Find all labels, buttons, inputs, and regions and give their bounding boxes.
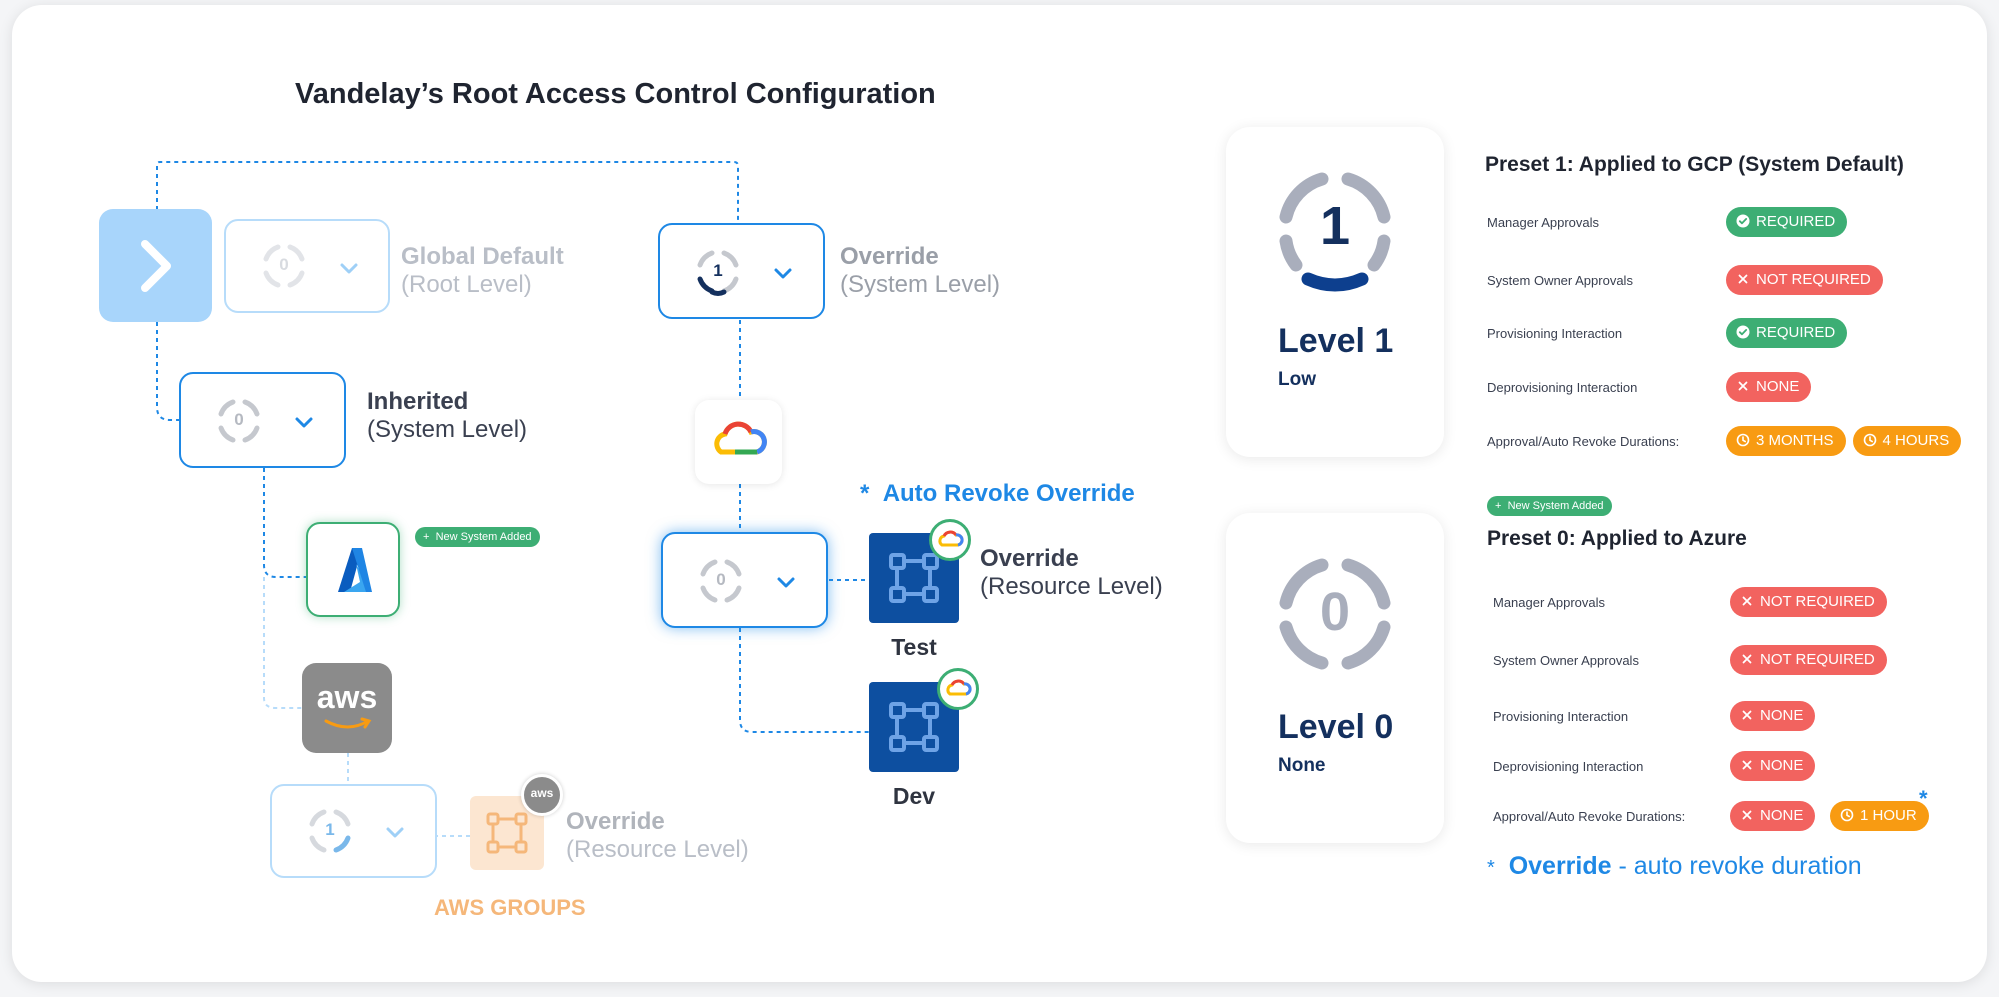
x-icon: [1736, 271, 1756, 288]
pill-text: NONE: [1760, 757, 1804, 774]
inherited-level-selector[interactable]: 0: [179, 372, 346, 468]
pill-text: 3 MONTHS: [1756, 432, 1834, 449]
level-title: Level 1: [1278, 322, 1394, 360]
preset-row-label: Deprovisioning Interaction: [1487, 380, 1638, 395]
level-0-card: 0 Level 0 None: [1226, 513, 1444, 843]
pill-text: NONE: [1760, 807, 1804, 824]
status-pill: 3 MONTHS: [1726, 426, 1846, 456]
level-0-gauge-icon: [1279, 558, 1391, 670]
preset-row-label: System Owner Approvals: [1487, 273, 1633, 288]
override-resource-level-selector[interactable]: 0: [661, 532, 828, 628]
pill-text: NONE: [1760, 707, 1804, 724]
preset-row-label: System Owner Approvals: [1493, 653, 1639, 668]
azure-logo: [306, 522, 400, 617]
status-pill: NONE: [1730, 701, 1816, 731]
inherited-label: Inherited (System Level): [367, 388, 528, 443]
chevron-down-icon: [295, 417, 313, 428]
x-icon: [1740, 807, 1760, 824]
x-icon: [1740, 757, 1760, 774]
chevron-down-icon: [386, 827, 404, 838]
preset-row-label: Provisioning Interaction: [1487, 326, 1623, 341]
preset-row-label: Approval/Auto Revoke Durations:: [1493, 809, 1686, 824]
level-number: 1: [1319, 196, 1351, 256]
pill-text: 4 HOURS: [1882, 432, 1950, 449]
preset-0-title: Preset 0: Applied to Azure: [1487, 527, 1747, 550]
chevron-down-icon: [777, 577, 795, 588]
auto-revoke-override-label: * Auto Revoke Override: [860, 480, 1135, 507]
test-resource-label: Test: [891, 634, 937, 660]
x-icon: [1740, 707, 1760, 724]
aws-override-label: Override (Resource Level): [566, 808, 749, 863]
check-icon: [1736, 213, 1756, 230]
new-system-badge: + New System Added: [1487, 496, 1612, 516]
pill-text: REQUIRED: [1756, 213, 1836, 230]
status-pill: 4 HOURS: [1852, 426, 1962, 456]
x-icon: [1736, 378, 1756, 395]
check-icon: [1736, 324, 1756, 341]
aws-groups-label: AWS GROUPS: [434, 895, 586, 920]
status-pill: NOT REQUIRED: [1730, 587, 1887, 617]
level-number: 0: [1319, 582, 1351, 642]
gcp-badge-icon: [937, 668, 979, 710]
clock-icon: [1840, 807, 1860, 824]
preset-row-label: Approval/Auto Revoke Durations:: [1487, 434, 1680, 449]
gcp-badge-icon: [929, 519, 971, 561]
pill-text: NOT REQUIRED: [1756, 271, 1871, 288]
status-pill: REQUIRED: [1726, 207, 1848, 237]
plus-icon: +: [1495, 500, 1502, 512]
level-title: Level 0: [1278, 708, 1394, 746]
override-star-marker: *: [1919, 786, 1928, 811]
level-1-card: 1 Level 1 Low: [1226, 127, 1444, 457]
level-subtitle: Low: [1278, 369, 1316, 390]
x-icon: [1740, 651, 1760, 668]
aws-level-selector[interactable]: 1: [270, 784, 437, 878]
clock-icon: [1736, 432, 1756, 449]
override-footnote: * Override - auto revoke duration: [1487, 852, 1862, 880]
plus-icon: +: [423, 531, 430, 543]
level-1-gauge-icon: [1279, 172, 1391, 292]
aws-badge-icon: aws: [521, 774, 563, 816]
global-default-label: Global Default (Root Level): [401, 243, 564, 298]
chevron-down-icon: [340, 263, 358, 274]
override-resource-label: Override (Resource Level): [980, 545, 1163, 600]
dev-resource-label: Dev: [892, 783, 936, 809]
preset-row-label: Deprovisioning Interaction: [1493, 759, 1644, 774]
pill-text: NOT REQUIRED: [1760, 651, 1875, 668]
gcp-logo: [695, 400, 782, 484]
override-system-label: Override (System Level): [840, 243, 1001, 298]
status-pill: 1 HOUR: [1830, 801, 1929, 831]
level-value: 1: [713, 261, 723, 280]
level-subtitle: None: [1278, 755, 1326, 776]
new-system-badge: + New System Added: [415, 527, 540, 547]
chevron-down-icon: [774, 268, 792, 279]
status-pill: NONE: [1726, 372, 1812, 402]
status-pill: NOT REQUIRED: [1730, 645, 1887, 675]
pill-text: REQUIRED: [1756, 324, 1836, 341]
x-icon: [1740, 593, 1760, 610]
page-title: Vandelay’s Root Access Control Configura…: [295, 78, 936, 110]
pill-text: 1 HOUR: [1860, 807, 1917, 824]
clock-icon: [1863, 432, 1883, 449]
root-app-logo: [99, 209, 212, 322]
aws-logo: aws: [302, 663, 392, 753]
global-level-selector[interactable]: 0: [224, 219, 390, 313]
preset-row-label: Manager Approvals: [1487, 215, 1600, 230]
preset-1-title: Preset 1: Applied to GCP (System Default…: [1485, 153, 1904, 176]
level-value: 0: [234, 410, 244, 429]
preset-row-label: Provisioning Interaction: [1493, 709, 1629, 724]
status-pill: NONE: [1730, 751, 1816, 781]
pill-text: NONE: [1756, 378, 1800, 395]
level-value: 0: [716, 570, 726, 589]
level-value: 0: [279, 255, 289, 274]
override-system-level-selector[interactable]: 1: [658, 223, 825, 319]
preset-row-label: Manager Approvals: [1493, 595, 1606, 610]
status-pill: NONE: [1730, 801, 1816, 831]
pill-text: NOT REQUIRED: [1760, 593, 1875, 610]
status-pill: REQUIRED: [1726, 318, 1848, 348]
level-value: 1: [325, 820, 335, 839]
status-pill: NOT REQUIRED: [1726, 265, 1883, 295]
